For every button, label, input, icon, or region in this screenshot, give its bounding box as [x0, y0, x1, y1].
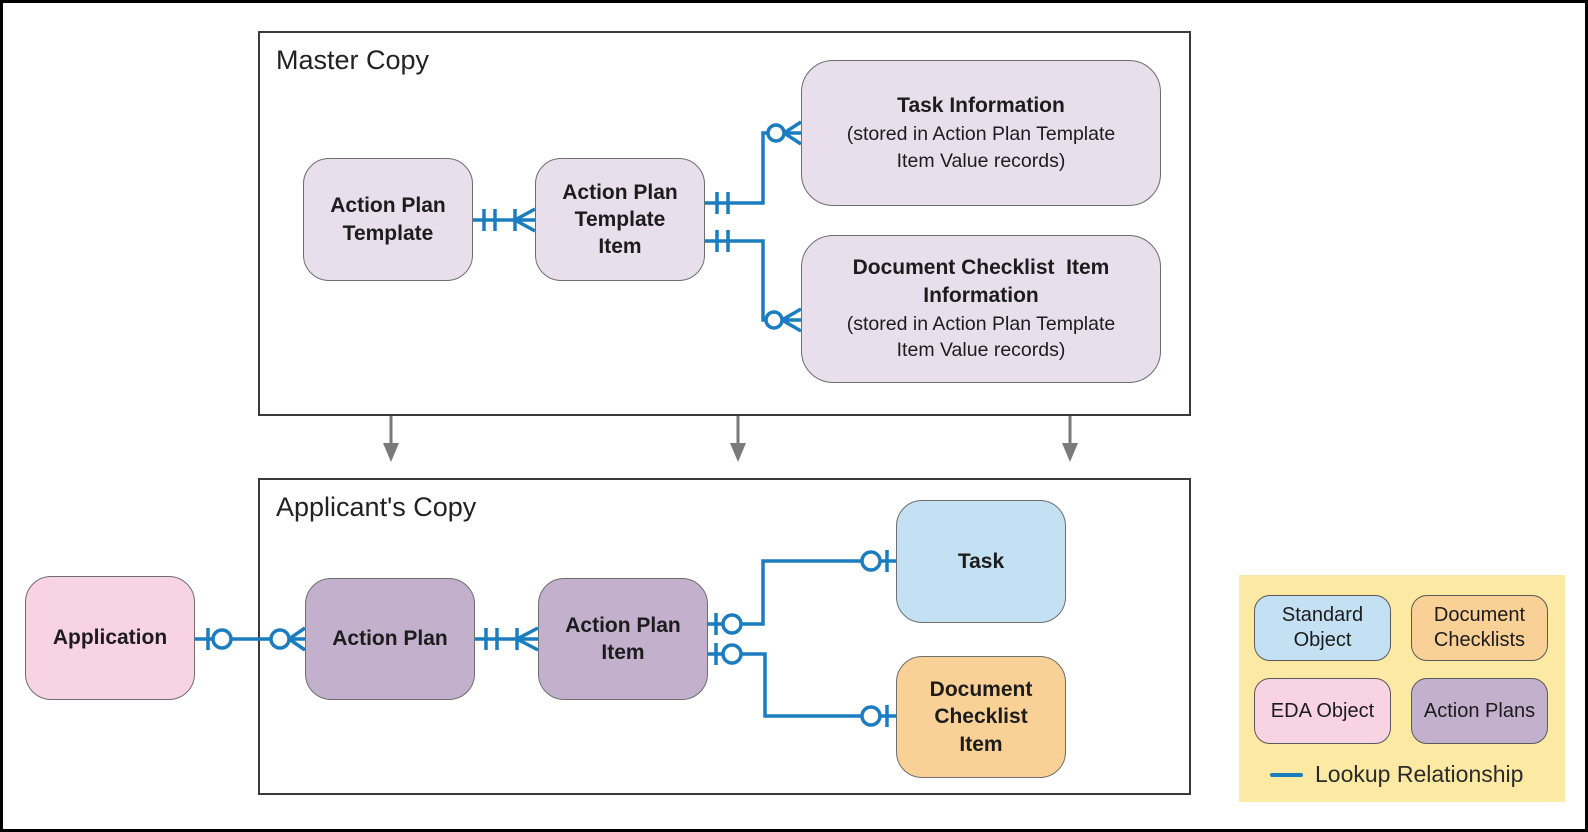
action-plan-box: Action Plan [305, 578, 475, 700]
master-copy-title: Master Copy [276, 45, 430, 75]
action-plan-template-item-box: Action Plan Template Item [535, 158, 705, 281]
applicants-copy-title: Applicant's Copy [276, 492, 477, 522]
document-checklist-item-information-title: Document Checklist Item Information [852, 256, 1110, 307]
action-plan-template-box: Action Plan Template [303, 158, 473, 281]
task-information-subtitle: (stored in Action Plan Template Item Val… [846, 123, 1116, 172]
lookup-relationship-label: Lookup Relationship [1315, 761, 1524, 787]
action-plan-label: Action Plan [332, 627, 448, 651]
task-information-title: Task Information [897, 94, 1065, 118]
connector-layer [195, 120, 1078, 727]
lookup-relationship-lines [195, 120, 896, 727]
action-plan-item-label: Action Plan Item [565, 613, 681, 664]
document-checklist-item-information-subtitle: (stored in Action Plan Template Item Val… [846, 312, 1116, 362]
master-copy-section [258, 31, 1191, 416]
action-plan-template-item-label: Action Plan Template Item [562, 180, 678, 259]
applicants-copy-section [258, 478, 1191, 795]
action-plan-template-label: Action Plan Template [330, 194, 446, 245]
action-plan-item-box: Action Plan Item [538, 578, 708, 700]
legend-eda-object-chip: EDA Object [1254, 678, 1391, 744]
legend-lookup-relationship: Lookup Relationship [1270, 761, 1523, 788]
task-box: Task [896, 500, 1066, 623]
document-checklist-item-information-box: Document Checklist Item Information (sto… [801, 235, 1161, 383]
lookup-line-sample [1270, 772, 1303, 777]
application-box: Application [25, 576, 195, 700]
legend-standard-object-chip: Standard Object [1254, 595, 1391, 661]
task-label: Task [957, 549, 1005, 573]
document-checklist-item-box: Document Checklist Item [896, 656, 1066, 778]
copy-down-arrows [383, 416, 1078, 462]
document-checklist-item-label: Document Checklist Item [929, 678, 1033, 756]
task-information-box: Task Information (stored in Action Plan … [801, 60, 1161, 206]
legend-document-checklists-chip: Document Checklists [1411, 595, 1548, 661]
application-label: Application [52, 626, 168, 650]
legend-action-plans-chip: Action Plans [1411, 678, 1548, 744]
